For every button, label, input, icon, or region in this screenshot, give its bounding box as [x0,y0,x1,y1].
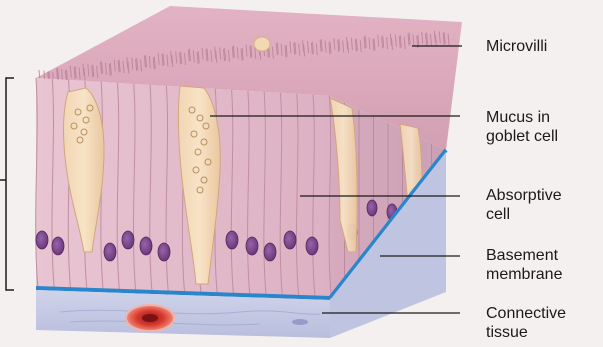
nucleus [226,231,238,249]
nucleus [104,243,116,261]
mucus-text-line2: goblet cell [486,127,558,146]
mucus-text-line1: Mucus in [486,108,558,127]
connective-label: Connective tissue [486,304,566,342]
nucleus [122,231,134,249]
nucleus [158,243,170,261]
basement-text-line2: membrane [486,265,562,284]
nucleus [306,237,318,255]
microvilli-label: Microvilli [486,37,547,56]
absorptive-text-line1: Absorptive [486,186,562,205]
mucus-label: Mucus in goblet cell [486,108,558,146]
nucleus [246,237,258,255]
basement-text-line1: Basement [486,246,562,265]
nucleus [52,237,64,255]
nucleus [36,231,48,249]
basement-label: Basement membrane [486,246,562,284]
nucleus [264,243,276,261]
epithelium-bracket [6,78,14,290]
nucleus [140,237,152,255]
microvilli-text: Microvilli [486,37,547,56]
connective-text-line2: tissue [486,323,566,342]
absorptive-text-line2: cell [486,205,562,224]
nucleus [284,231,296,249]
absorptive-label: Absorptive cell [486,186,562,224]
connective-text-line1: Connective [486,304,566,323]
